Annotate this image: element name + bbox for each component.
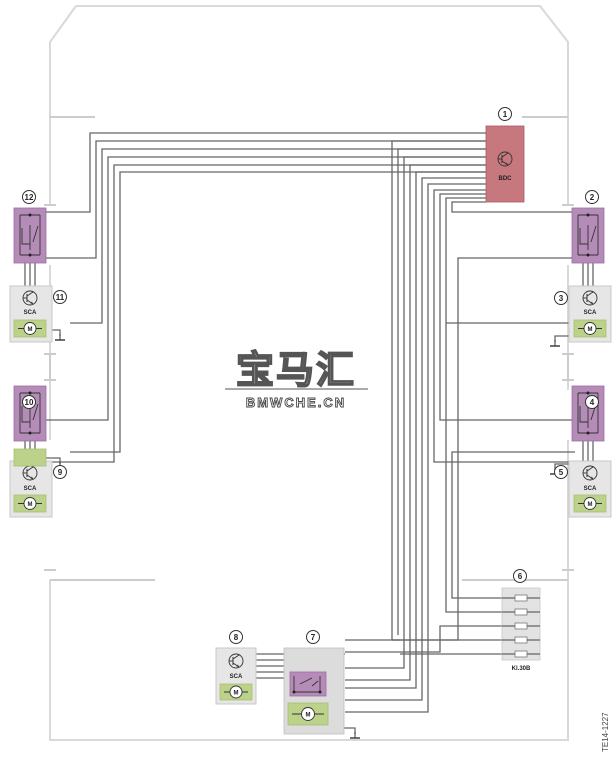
callout-10: 10 <box>22 395 36 409</box>
callout-5: 5 <box>554 465 568 479</box>
svg-text:11: 11 <box>56 293 65 302</box>
svg-text:8: 8 <box>234 633 239 642</box>
sca-9-label: SCA <box>24 486 37 492</box>
ground-icon <box>349 731 361 739</box>
vehicle-body-outline <box>49 5 569 741</box>
svg-text:3: 3 <box>559 294 564 303</box>
switch-block-10 <box>13 385 47 442</box>
svg-text:4: 4 <box>590 398 595 407</box>
motor-icon: M <box>306 713 311 719</box>
ground-icon <box>54 333 66 341</box>
motor-icon: M <box>234 691 239 697</box>
callout-12: 12 <box>22 190 36 204</box>
switch-block-12 <box>13 207 47 264</box>
callout-1: 1 <box>498 107 512 121</box>
callout-7: 7 <box>306 630 320 644</box>
reference-code: TE14-1227 <box>601 712 610 752</box>
callout-3: 3 <box>554 291 568 305</box>
door-separators <box>44 116 574 581</box>
motor-block-9: M <box>13 494 47 513</box>
svg-text:9: 9 <box>58 468 63 477</box>
callout-2: 2 <box>585 190 599 204</box>
callout-9: 9 <box>53 465 67 479</box>
callout-6: 6 <box>513 569 527 583</box>
svg-text:1: 1 <box>503 110 508 119</box>
svg-text:10: 10 <box>25 398 34 407</box>
sca-unit-8: SCA M <box>215 647 257 705</box>
motor-block-5: M <box>573 494 607 513</box>
callouts: 1 2 3 4 5 6 7 8 9 10 11 12 <box>22 107 599 644</box>
switch-block-4 <box>571 385 605 442</box>
door-module-7: M <box>283 647 345 735</box>
watermark-cn: 宝马汇 <box>236 348 356 392</box>
fuse-box-label: Kl.30B <box>512 666 531 672</box>
motor-icon: M <box>588 327 593 333</box>
sca-unit-11: SCA M <box>9 285 53 343</box>
sca-8-label: SCA <box>230 674 243 680</box>
switch-block-2 <box>571 207 605 264</box>
fuse-box-6: Kl.30B <box>501 587 541 672</box>
bdc-label: BDC <box>499 176 513 182</box>
sca-11-label: SCA <box>24 310 37 316</box>
sca-3-label: SCA <box>584 310 597 316</box>
svg-text:2: 2 <box>590 193 595 202</box>
motor-icon: M <box>28 502 33 508</box>
watermark: 宝马汇 BMWCHE.CN <box>225 347 368 410</box>
wiring-harness <box>24 132 594 734</box>
sca-unit-3: SCA M <box>568 285 612 343</box>
svg-text:7: 7 <box>311 633 316 642</box>
callout-4: 4 <box>585 395 599 409</box>
svg-text:6: 6 <box>518 572 523 581</box>
callout-11: 11 <box>53 290 67 304</box>
motor-icon: M <box>28 327 33 333</box>
ground-icon <box>549 339 561 347</box>
sca-5-label: SCA <box>584 486 597 492</box>
motor-icon: M <box>588 502 593 508</box>
bdc-module: BDC <box>485 125 525 203</box>
callout-8: 8 <box>229 630 243 644</box>
watermark-en: BMWCHE.CN <box>246 395 346 410</box>
svg-text:12: 12 <box>25 193 34 202</box>
svg-text:5: 5 <box>559 468 564 477</box>
